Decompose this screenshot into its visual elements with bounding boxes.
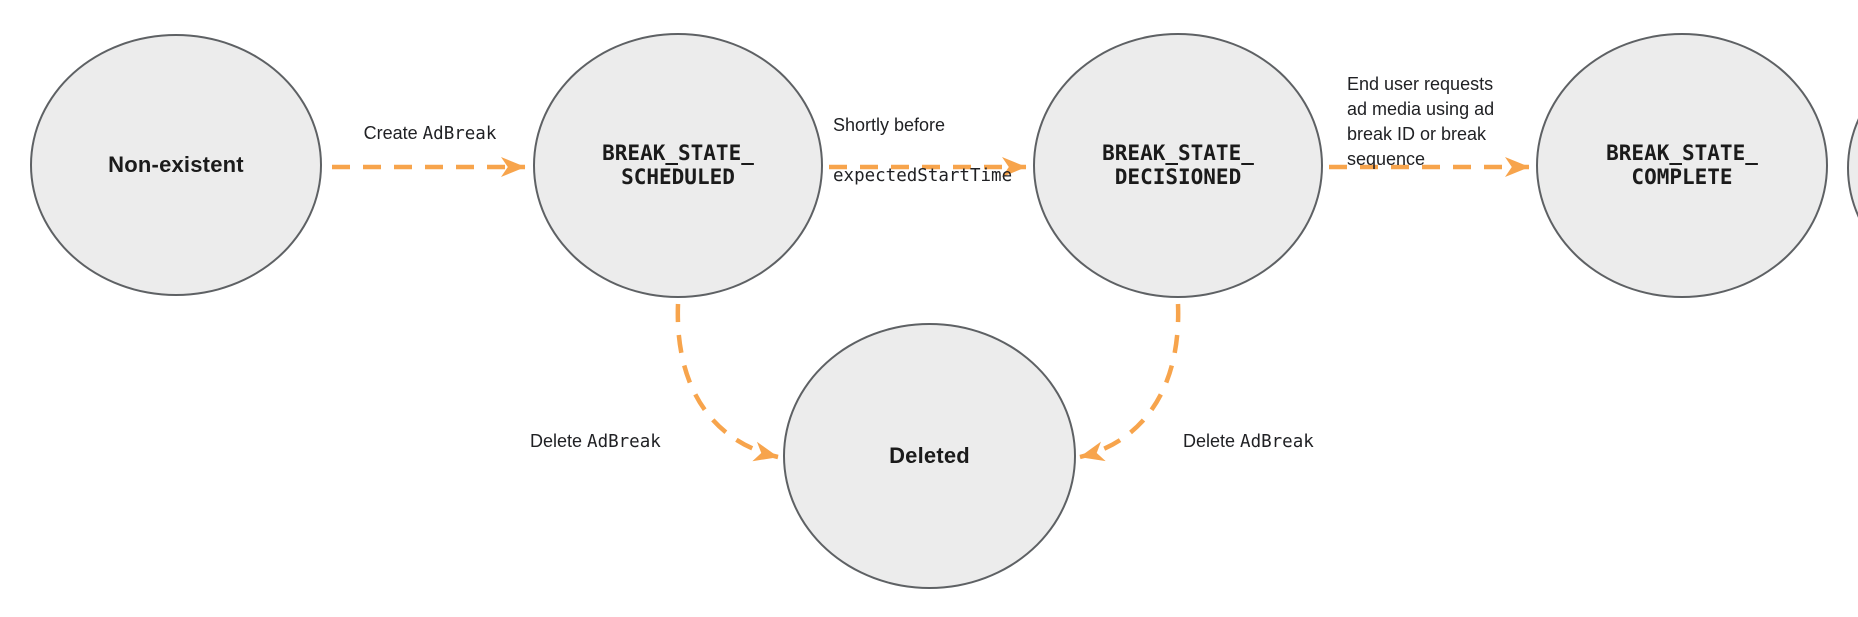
state-node-non-existent: Non-existent [30,34,322,296]
state-node-label: BREAK_STATE_ COMPLETE [1606,140,1758,189]
state-node-label: Non-existent [108,152,244,177]
state-node-break-state-scheduled: BREAK_STATE_ SCHEDULED [533,33,823,298]
state-node-label: Deleted [889,443,970,468]
edge-label-text: Create [363,123,418,143]
edge-label-text: Shortly before [833,115,946,135]
state-node-label: BREAK_STATE_ DECISIONED [1102,140,1254,189]
state-node-break-state-complete: BREAK_STATE_ COMPLETE [1536,33,1828,298]
state-node-label: BREAK_STATE_ SCHEDULED [602,140,754,189]
edge-label-text: Delete [1183,431,1236,451]
edge-label-shortly-before: Shortly before expectedStartTime [833,87,1012,214]
edge-label-code: AdBreak [1240,432,1314,452]
edge-label-end-user-request: End user requests ad media using ad brea… [1347,47,1494,172]
edge-label-text: End user requests ad media using ad brea… [1347,74,1495,169]
edge-label-code: AdBreak [587,432,661,452]
edge-label-code: expectedStartTime [833,166,1013,186]
state-node-deleted: Deleted [783,323,1076,589]
edge-label-code: AdBreak [422,124,497,144]
edge-label-text: Delete [530,431,583,451]
state-node-break-state-decisioned: BREAK_STATE_ DECISIONED [1033,33,1323,298]
edge-delete-from-decisioned-arrow [1079,303,1181,462]
edge-delete-from-scheduled-arrow [675,303,779,462]
